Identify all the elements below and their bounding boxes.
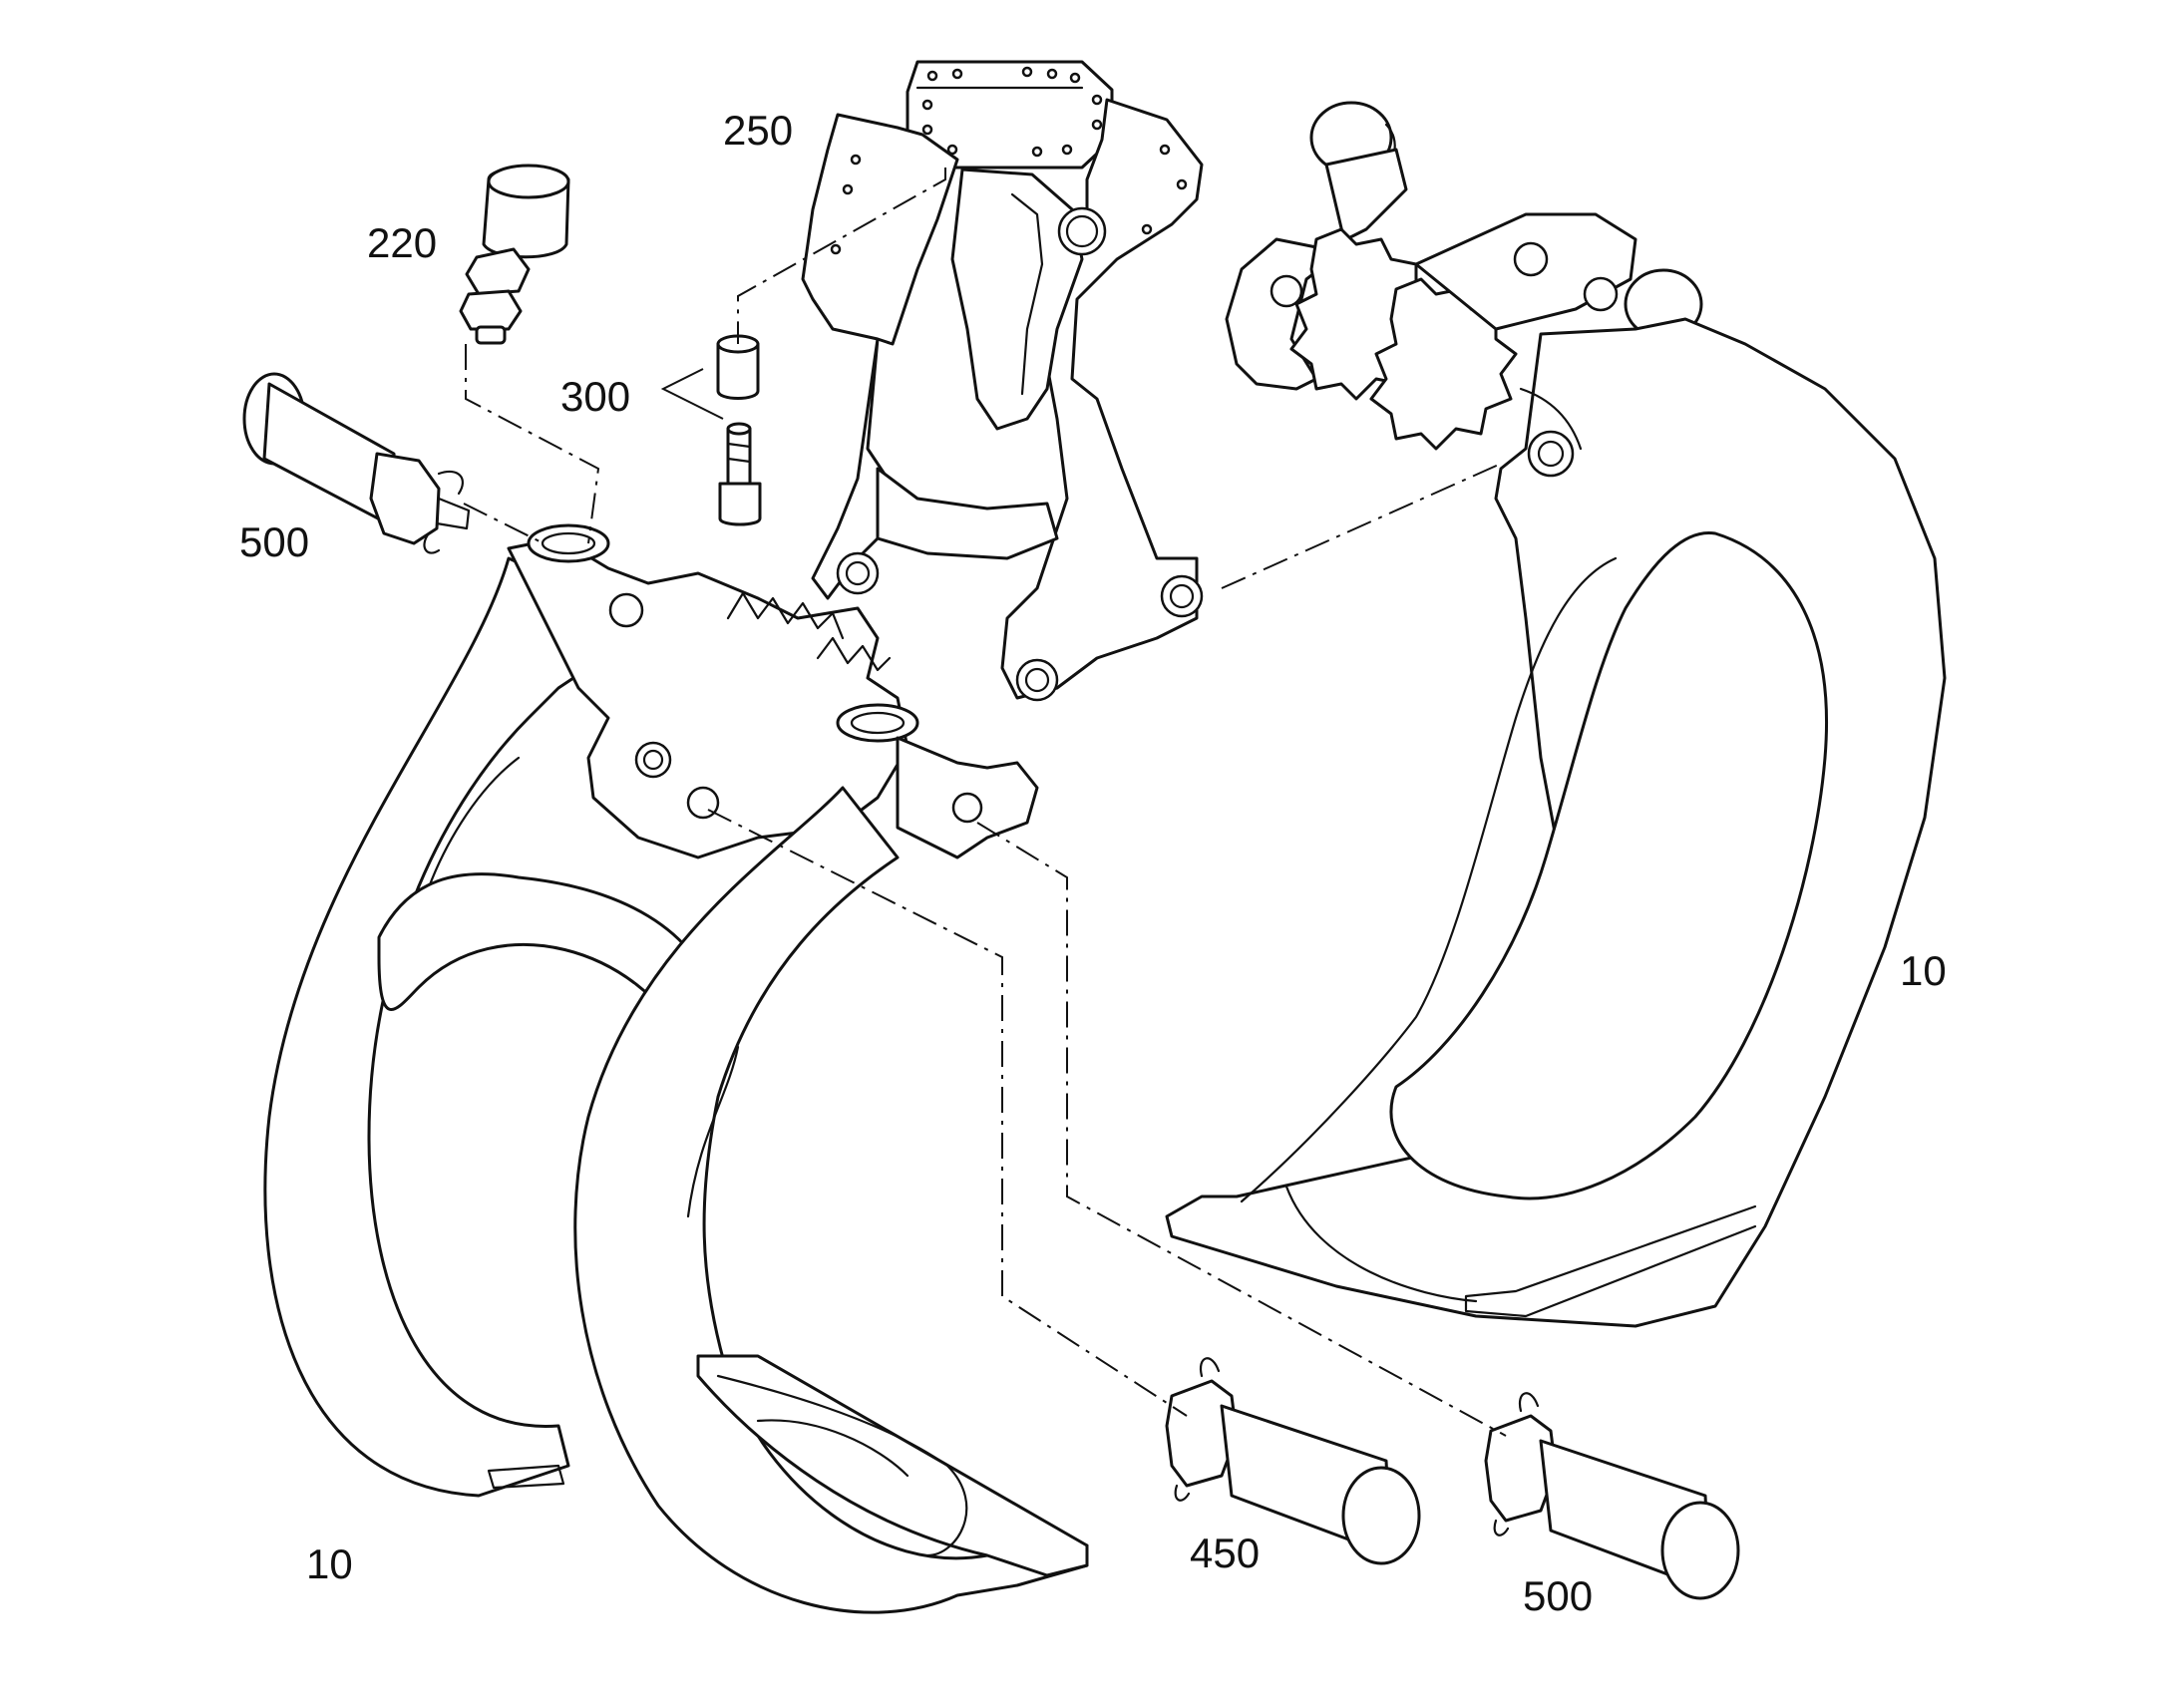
pin-450 bbox=[1165, 1357, 1421, 1565]
pin-500-bottom-right bbox=[1484, 1392, 1740, 1600]
callout-10-left: 10 bbox=[306, 1540, 353, 1587]
callout-250: 250 bbox=[723, 107, 793, 154]
callout-450: 450 bbox=[1190, 1530, 1260, 1576]
callout-labels: 250 220 300 500 10 10 450 500 bbox=[239, 107, 1947, 1619]
pin-500-top-left bbox=[242, 372, 471, 554]
callout-500-bottom: 500 bbox=[1523, 1572, 1593, 1619]
gear-teeth bbox=[1289, 227, 1518, 451]
leader-lines bbox=[463, 168, 1507, 1437]
grapple-tine-left-10 bbox=[263, 523, 1089, 1614]
callout-300: 300 bbox=[560, 373, 630, 420]
callout-500-top: 500 bbox=[239, 518, 309, 565]
grapple-tine-right-10 bbox=[1165, 101, 1947, 1328]
bushing-and-bolt-300 bbox=[716, 334, 762, 526]
flange-bolt-holes bbox=[921, 66, 1103, 158]
rotator-link-frame-250 bbox=[801, 60, 1204, 702]
callout-10-right: 10 bbox=[1900, 947, 1947, 994]
stop-buffer-220 bbox=[459, 164, 570, 345]
callout-220: 220 bbox=[367, 219, 437, 266]
